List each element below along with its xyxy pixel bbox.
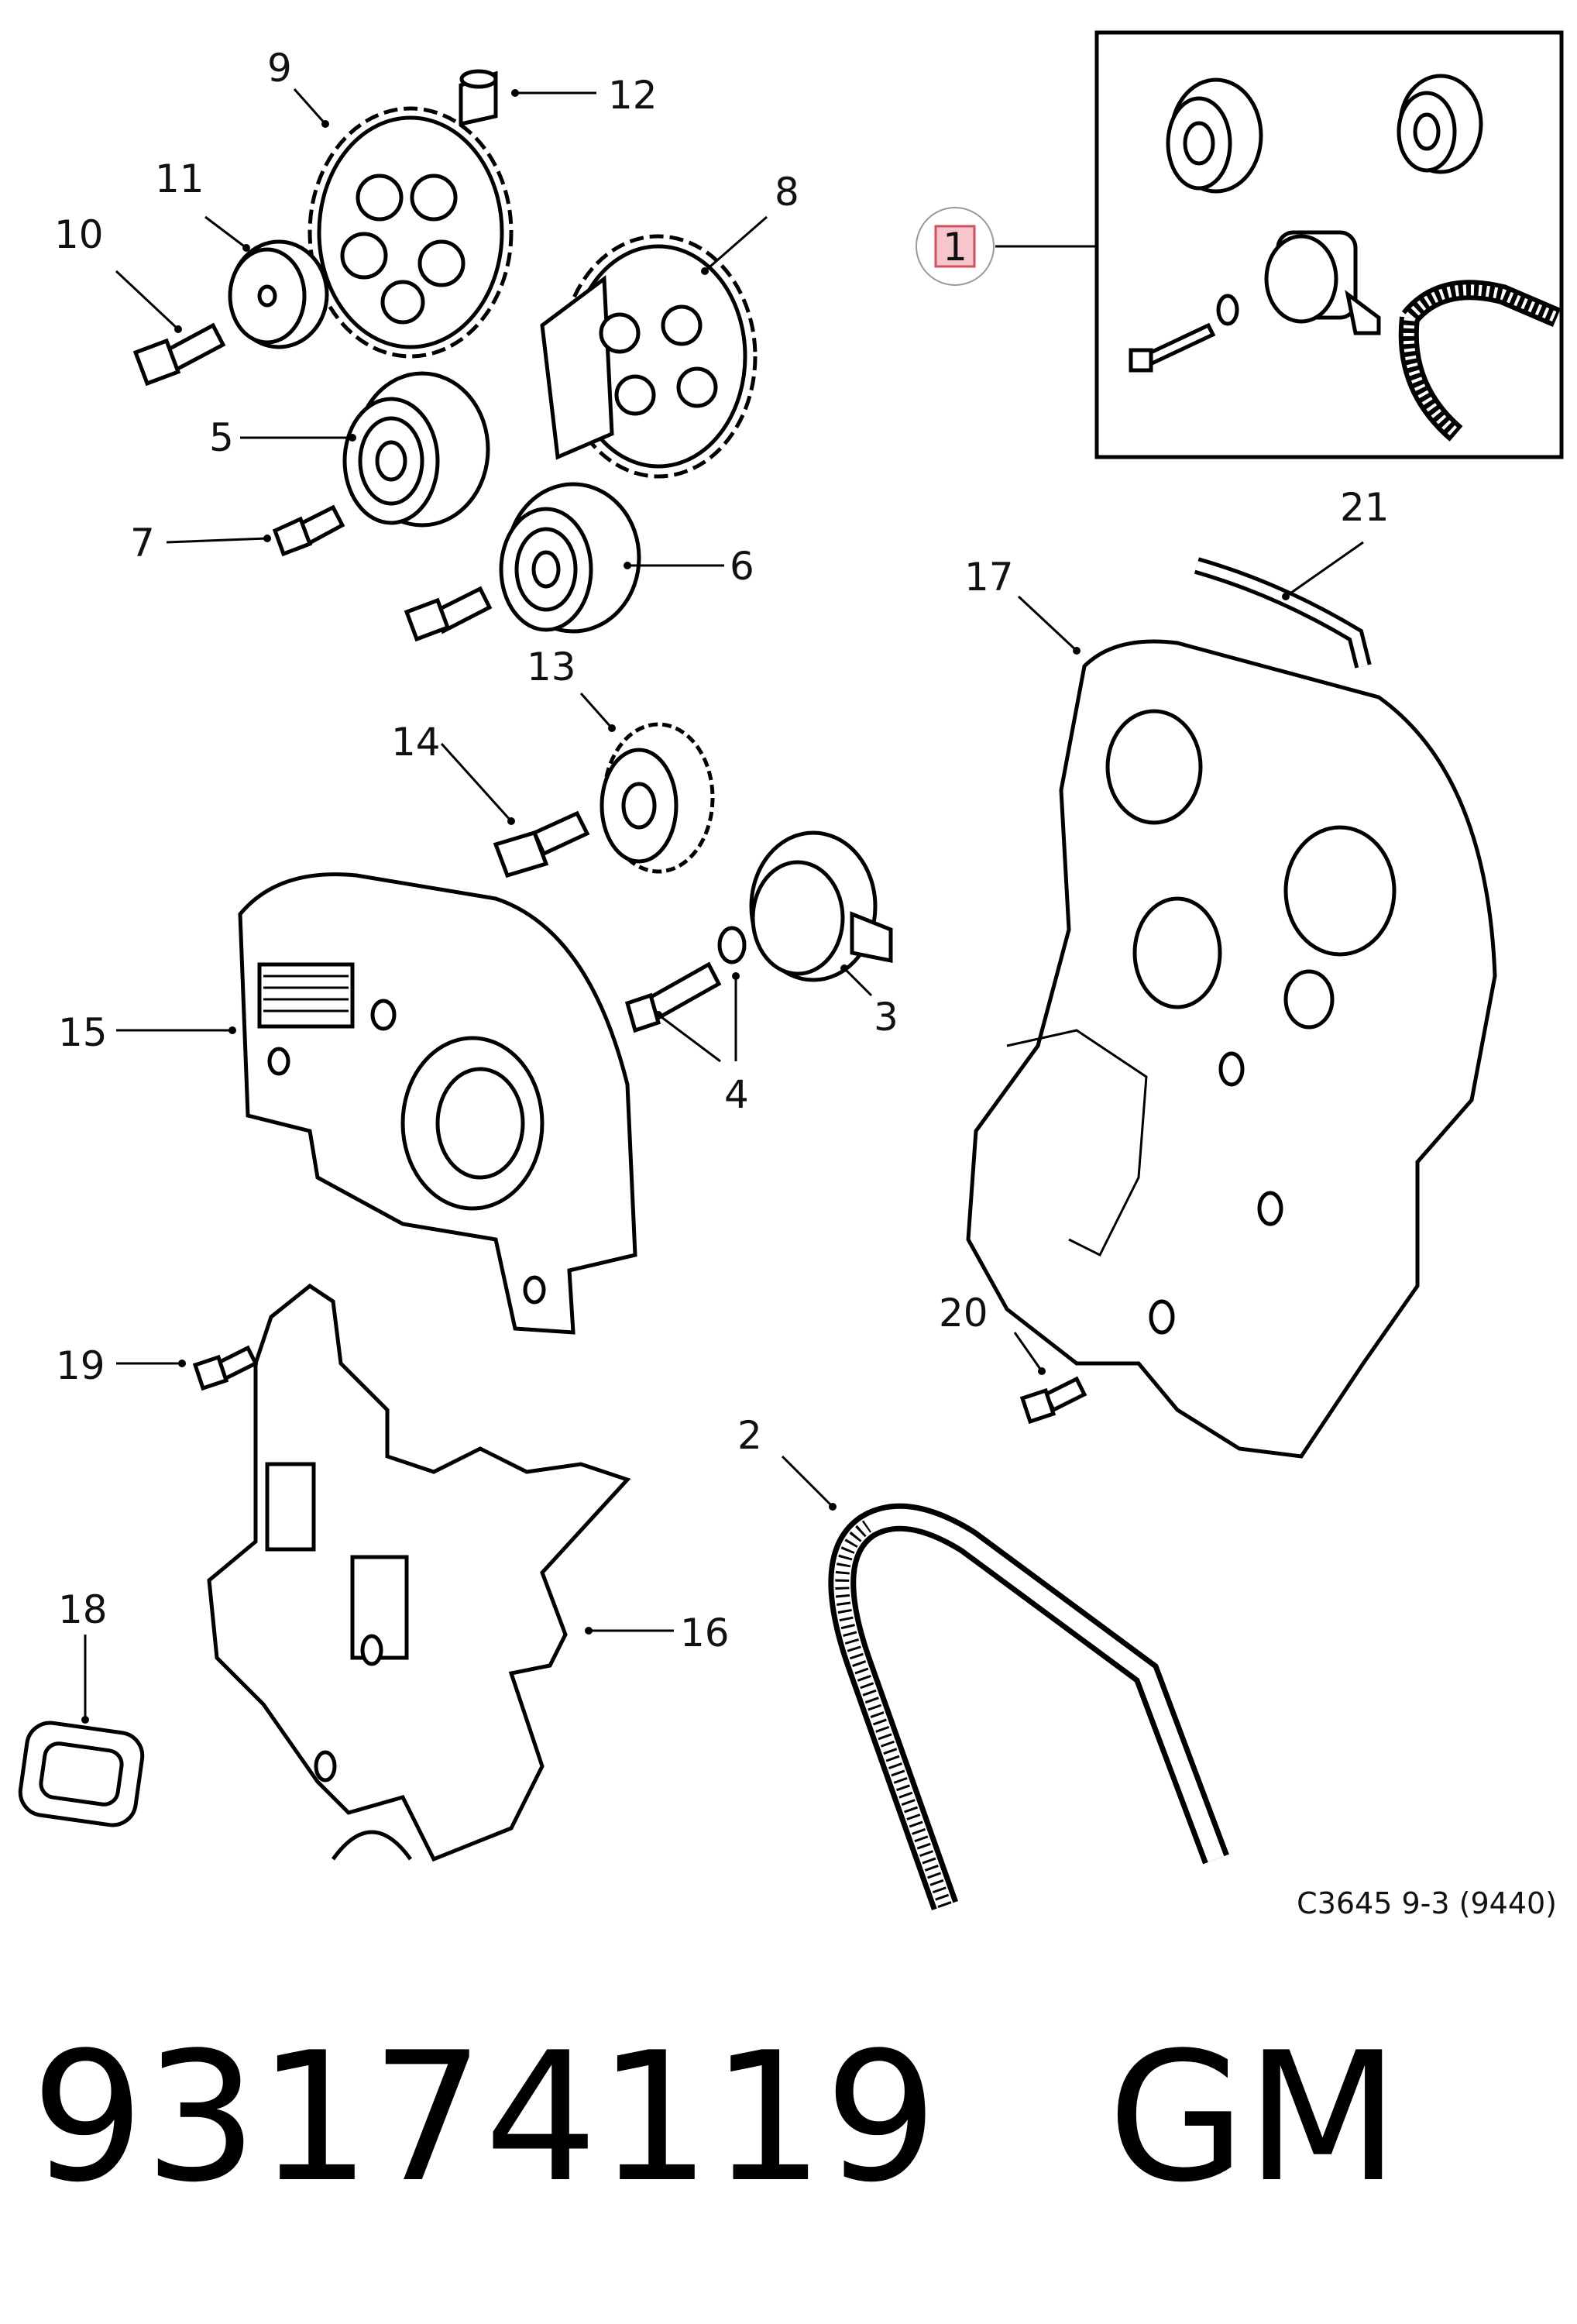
lower-cover-16 [207, 1283, 631, 1862]
callout-6: 6 [730, 544, 754, 589]
manufacturer: GM [1108, 2015, 1400, 2222]
crankshaft-sprocket-13 [600, 722, 715, 874]
bolt-14 [493, 810, 590, 878]
callout-17: 17 [964, 555, 1014, 600]
bolt-20 [1019, 1376, 1087, 1425]
inset-pulley-left [1166, 77, 1263, 194]
tensioner-bolt-4 [624, 926, 747, 1033]
callout-14: 14 [391, 720, 441, 765]
callout-20: 20 [939, 1291, 988, 1336]
seal-18 [18, 1721, 145, 1827]
callout-21: 21 [1340, 485, 1390, 530]
idler-pulley-6 [499, 482, 641, 634]
dowel-pin-12 [459, 69, 498, 127]
timing-belt-exploded-diagram: 1 [18, 30, 1564, 1920]
camshaft-sprocket-8 [540, 234, 758, 479]
leader-lines [81, 88, 1364, 1724]
callout-1: 1 [943, 225, 967, 270]
reference-code: C3645 9-3 (9440) [1297, 1886, 1557, 1920]
timing-cover-15 [238, 872, 637, 1335]
callout-2: 2 [737, 1413, 762, 1458]
inset-pulley-right [1397, 74, 1483, 174]
callout-3: 3 [874, 995, 898, 1040]
callout-4: 4 [724, 1072, 749, 1117]
rear-cover-17 [966, 639, 1497, 1459]
bolt-7 [272, 504, 345, 557]
callout-5: 5 [209, 415, 234, 460]
seal-strip-21 [1194, 557, 1372, 669]
callout-18: 18 [58, 1587, 108, 1632]
timing-belt-2 [828, 1503, 1229, 1911]
camshaft-sprocket-9 [307, 106, 514, 359]
inset-tensioner [1216, 230, 1381, 335]
callout-10: 10 [54, 212, 104, 257]
inset-belt [1398, 280, 1562, 442]
callout-19: 19 [56, 1343, 105, 1388]
callout-15: 15 [58, 1010, 108, 1055]
part-number: 93174119 [31, 2015, 938, 2222]
idler-pulley-5 [342, 371, 490, 528]
callout-7: 7 [130, 521, 155, 566]
bolt-10 [132, 322, 226, 387]
part-number-line: 93174119 GM [31, 2030, 1400, 2208]
callout-12: 12 [608, 73, 658, 118]
inset-bolt [1129, 322, 1216, 373]
callout-16: 16 [680, 1611, 730, 1655]
callout-11: 11 [155, 156, 204, 201]
tensioner-3 [749, 830, 893, 982]
callout-8: 8 [775, 170, 799, 215]
callout-13: 13 [527, 645, 576, 689]
washer-11 [228, 239, 329, 349]
bolt-pulley-6 [404, 586, 493, 642]
bolt-19 [192, 1345, 259, 1391]
callout-1-highlight [934, 225, 976, 268]
kit-inset: 1 [916, 30, 1564, 459]
callout-9: 9 [267, 46, 292, 91]
